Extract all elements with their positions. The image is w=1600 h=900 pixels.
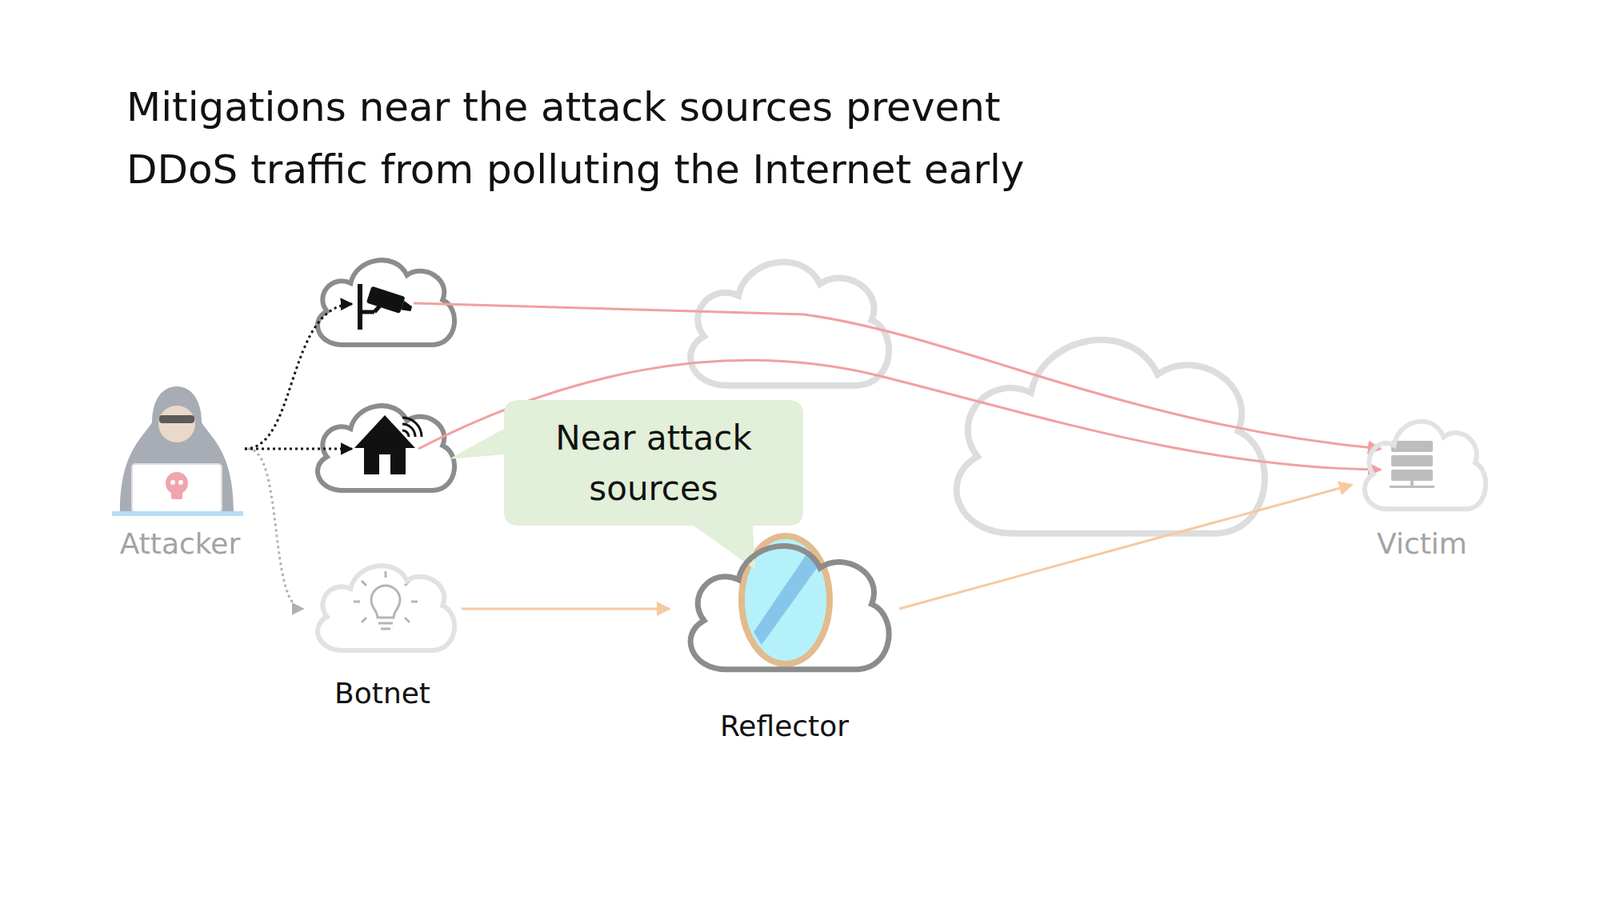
node-label: Botnet (334, 676, 431, 712)
node-label: Reflector (720, 708, 849, 744)
slide-title: Mitigations near the attack sources prev… (126, 76, 1067, 201)
callout-text: Near attack sources (528, 412, 780, 514)
callout-fill (448, 400, 804, 570)
camera-icon (360, 284, 415, 330)
control-arrow (244, 448, 352, 451)
cloud-shape (1364, 421, 1486, 510)
flow-connector (461, 608, 670, 611)
cloud-shape (690, 546, 889, 670)
node-label: Attacker (120, 526, 241, 562)
house-icon (354, 415, 422, 475)
cloud-outline (303, 552, 462, 665)
cloud-shape (317, 565, 455, 651)
device-cloud (317, 260, 455, 345)
attacker-figure (112, 386, 244, 516)
cloud-outline (1352, 408, 1492, 524)
device-cloud (317, 405, 455, 491)
attacker-node: Attacker (112, 382, 248, 562)
internet-cloud (956, 340, 1265, 534)
cloud-outline (669, 527, 900, 691)
flow-connector (899, 484, 1352, 609)
callout-box: Near attack sources (504, 400, 804, 526)
flow-connector (248, 448, 304, 609)
control-arrow (244, 304, 352, 449)
reflector-cloud: Reflector (669, 527, 900, 744)
node-label: Victim (1376, 526, 1468, 562)
botnet-cloud: Botnet (303, 552, 462, 712)
victim-cloud: Victim (1352, 408, 1492, 562)
server-icon (1389, 440, 1435, 488)
